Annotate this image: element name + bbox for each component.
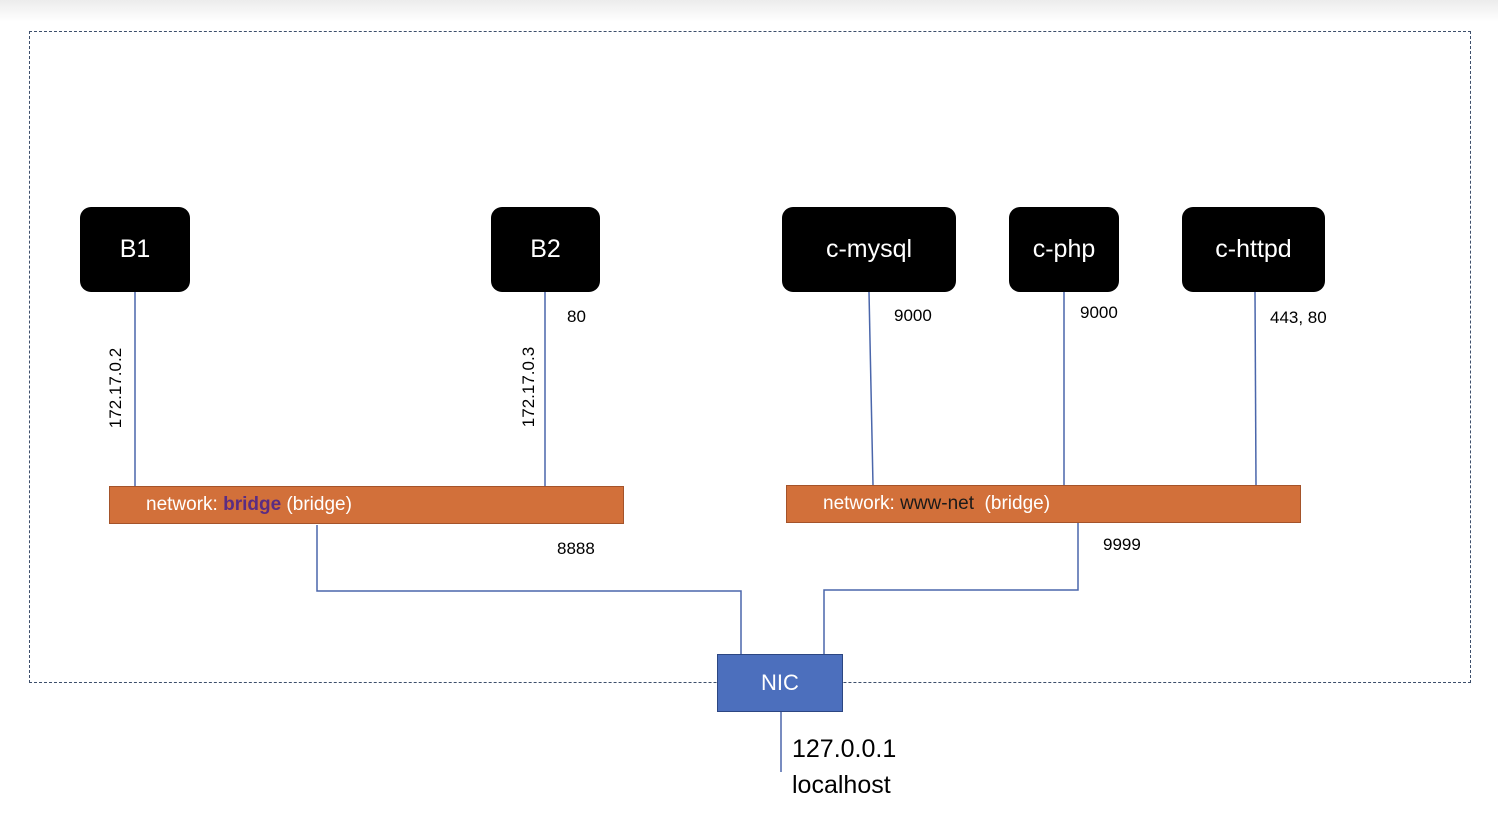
c-php-port-label: 9000: [1080, 303, 1118, 322]
container-c-php-label: c-php: [1032, 235, 1096, 263]
container-c-mysql-label: c-mysql: [825, 235, 913, 263]
c-httpd-port-label: 443, 80: [1270, 308, 1327, 327]
wire-www-net-nic: [823, 523, 1079, 654]
host-name: localhost: [792, 771, 891, 799]
network-bridge-driver: (bridge): [281, 494, 352, 515]
wire-c-httpd: [1254, 291, 1257, 486]
b1-ip-label: 172.17.0.2: [106, 347, 125, 429]
network-www-net: network: www-net (bridge): [786, 485, 1301, 523]
network-www-net-name: www-net: [900, 493, 974, 514]
www-net-port-label: 9999: [1103, 535, 1141, 554]
host-ip: 127.0.0.1: [792, 735, 897, 763]
b2-ip-label: 172.17.0.3: [519, 346, 538, 428]
network-www-net-driver: (bridge): [974, 493, 1051, 514]
container-b1-label: B1: [119, 235, 151, 263]
container-c-httpd-label: c-httpd: [1215, 235, 1292, 263]
container-b2-label: B2: [530, 235, 561, 263]
network-bridge-name: bridge: [223, 494, 282, 515]
network-bridge-prefix: network:: [146, 494, 224, 515]
nic-label: NIC: [761, 670, 799, 695]
wire-bridge-nic: [316, 525, 742, 654]
container-c-php: c-php: [1009, 207, 1119, 292]
wire-c-mysql: [868, 291, 874, 486]
container-c-mysql: c-mysql: [782, 207, 956, 292]
container-b2: B2: [491, 207, 600, 292]
nic-box: NIC: [717, 654, 843, 712]
container-c-httpd: c-httpd: [1182, 207, 1325, 292]
top-shade: [0, 0, 1498, 22]
network-bridge: network: bridge (bridge): [109, 486, 624, 524]
c-mysql-port-label: 9000: [894, 306, 932, 325]
bridge-port-label: 8888: [557, 539, 595, 558]
b2-port-label: 80: [567, 307, 586, 326]
container-b1: B1: [80, 207, 190, 292]
network-www-net-prefix: network:: [823, 493, 901, 514]
